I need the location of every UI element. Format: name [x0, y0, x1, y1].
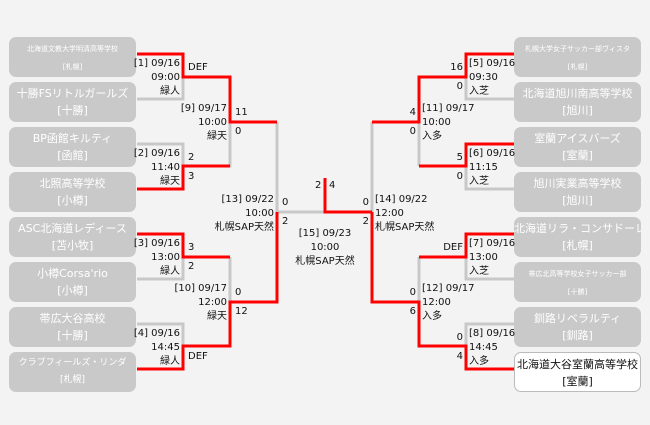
score: 0 — [409, 126, 416, 137]
team-name: 北照高等学校 — [39, 177, 106, 190]
team-area: [札幌] — [62, 63, 83, 71]
score: 0 — [456, 81, 463, 92]
score: 3 — [188, 171, 195, 182]
team-name: 北海道リラ・コンサドーレ — [514, 222, 641, 235]
team-name: 十勝FSリトルガールズ — [16, 87, 129, 100]
team-name: 小樽Corsa'rio — [37, 267, 108, 280]
team-name: ASC北海道レディース — [18, 222, 127, 235]
team-area: [小樽] — [57, 284, 88, 297]
score: 0 — [456, 332, 463, 343]
score: 4 — [409, 107, 416, 118]
score: 4 — [329, 180, 336, 191]
team-box[interactable]: 旭川実業高等学校 [旭川] — [514, 172, 641, 212]
team-area: [十勝] — [57, 329, 88, 342]
team-box[interactable]: 北海道旭川南高等学校 [旭川] — [514, 82, 641, 122]
team-name: 釧路リベラルティ — [533, 312, 622, 325]
score: 2 — [315, 180, 322, 191]
score: 16 — [450, 62, 463, 73]
team-box[interactable]: 帯広大谷高校 [十勝] — [9, 307, 136, 347]
team-area: [旭川] — [562, 104, 593, 117]
team-area: [札幌] — [59, 375, 86, 385]
team-box-champion[interactable]: 北海道大谷室蘭高等学校 [室蘭] — [514, 352, 641, 392]
team-area: [函館] — [57, 149, 88, 162]
score: 3 — [188, 242, 195, 253]
team-name: 札幌大学女子サッカー部ヴィスタ — [525, 45, 630, 53]
score: 2 — [188, 261, 195, 272]
team-box[interactable]: 帯広北高等学校女子サッカー部 [十勝] — [514, 262, 641, 302]
team-area: [札幌] — [562, 239, 593, 252]
team-name: クラブフィールズ・リンダ — [18, 358, 127, 368]
team-box[interactable]: 札幌大学女子サッカー部ヴィスタ [札幌] — [514, 37, 641, 77]
score: 6 — [409, 306, 416, 317]
score: 2 — [362, 216, 369, 227]
team-area: [小樽] — [57, 194, 88, 207]
team-area: [札幌] — [567, 63, 588, 71]
team-name: BP函館キルティ — [32, 132, 113, 145]
team-name: 室蘭アイスバーズ — [534, 132, 621, 145]
score: 5 — [456, 152, 463, 163]
score: DEF — [188, 351, 208, 362]
score: 2 — [188, 152, 195, 163]
team-name: 帯広大谷高校 — [39, 312, 106, 325]
team-name: 旭川実業高等学校 — [533, 177, 622, 190]
team-box[interactable]: 北海道リラ・コンサドーレ [札幌] — [514, 217, 641, 257]
team-box[interactable]: BP函館キルティ [函館] — [9, 127, 136, 167]
team-area: [室蘭] — [562, 149, 593, 162]
team-name: 北海道文教大学明清高等学校 — [27, 45, 118, 53]
score: 2 — [282, 216, 289, 227]
score: 4 — [456, 351, 463, 362]
team-area: [釧路] — [562, 329, 593, 342]
score: 0 — [362, 197, 369, 208]
score: 0 — [456, 171, 463, 182]
team-box[interactable]: クラブフィールズ・リンダ [札幌] — [9, 352, 136, 392]
team-box[interactable]: 室蘭アイスバーズ [室蘭] — [514, 127, 641, 167]
team-name: 北海道大谷室蘭高等学校 — [517, 358, 638, 371]
team-area: [室蘭] — [562, 375, 593, 388]
team-box[interactable]: 釧路リベラルティ [釧路] — [514, 307, 641, 347]
team-area: [十勝] — [57, 104, 88, 117]
team-box[interactable]: 北海道文教大学明清高等学校 [札幌] — [9, 37, 136, 77]
score: 0 — [235, 287, 242, 298]
team-box[interactable]: 小樽Corsa'rio [小樽] — [9, 262, 136, 302]
team-name: 北海道旭川南高等学校 — [522, 87, 633, 100]
team-area: [苫小牧] — [51, 239, 94, 252]
team-box[interactable]: 北照高等学校 [小樽] — [9, 172, 136, 212]
team-area: [旭川] — [562, 194, 593, 207]
team-box[interactable]: 十勝FSリトルガールズ [十勝] — [9, 82, 136, 122]
score: 0 — [409, 287, 416, 298]
score: 11 — [235, 107, 248, 118]
score: 12 — [235, 306, 248, 317]
score: 0 — [282, 197, 289, 208]
score: 0 — [235, 126, 242, 137]
team-area: [十勝] — [567, 288, 588, 296]
score: DEF — [188, 62, 208, 73]
team-name: 帯広北高等学校女子サッカー部 — [528, 270, 627, 278]
team-box[interactable]: ASC北海道レディース [苫小牧] — [9, 217, 136, 257]
score: DEF — [443, 242, 463, 253]
